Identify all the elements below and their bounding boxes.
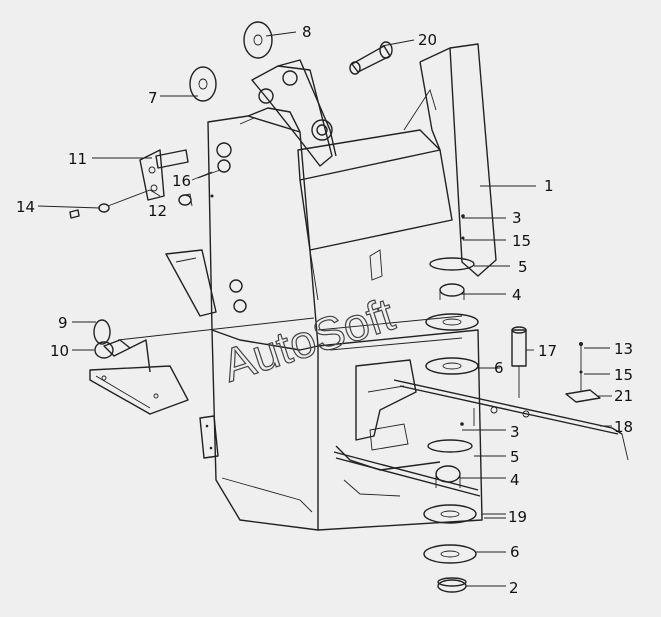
watermark: AutoSoft	[216, 288, 400, 392]
callout-16: 16	[172, 172, 191, 190]
callout-15-upper: 15	[512, 232, 531, 250]
callout-10: 10	[50, 342, 69, 360]
leader-lines	[37, 31, 612, 587]
callout-18: 18	[614, 418, 633, 436]
callout-13: 13	[614, 340, 633, 358]
callout-21: 21	[614, 387, 633, 405]
callout-17: 17	[538, 342, 557, 360]
callout-3-lower: 3	[510, 423, 520, 441]
callout-4-upper: 4	[512, 286, 522, 304]
callout-6-lower: 6	[510, 543, 520, 561]
callout-5-lower: 5	[510, 448, 520, 466]
callout-labels: 1 2 3 3 4 4 5 5 6 6 7 8 9 10 11 12 13 14…	[16, 23, 633, 597]
callout-4-lower: 4	[510, 471, 520, 489]
callout-6-upper: 6	[494, 359, 504, 377]
callout-11: 11	[68, 150, 87, 168]
callout-14: 14	[16, 198, 35, 216]
callout-9: 9	[58, 314, 68, 332]
callout-7: 7	[148, 89, 158, 107]
callout-1: 1	[544, 177, 554, 195]
callout-5-upper: 5	[518, 258, 528, 276]
callout-2: 2	[509, 579, 519, 597]
callout-20: 20	[418, 31, 437, 49]
loose-components	[69, 21, 629, 497]
callout-8: 8	[302, 23, 312, 41]
callout-12: 12	[148, 202, 167, 220]
callout-19: 19	[508, 508, 527, 526]
callout-15-right: 15	[614, 366, 633, 384]
callout-3-upper: 3	[512, 209, 522, 227]
front-frame-assembly	[89, 43, 497, 593]
